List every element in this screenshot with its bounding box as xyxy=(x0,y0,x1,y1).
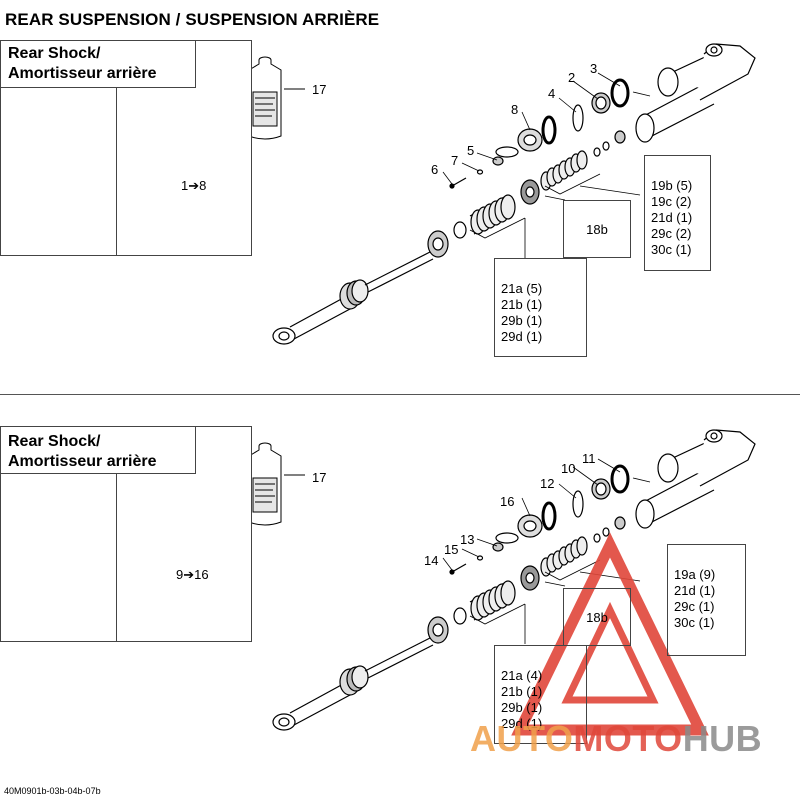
panel-2-bottle-callout: 17 xyxy=(312,470,327,485)
panel-2-legend-right: 19a (9) 21d (1) 29c (1) 30c (1) xyxy=(667,544,746,656)
legend-item: 29b (1) xyxy=(501,700,543,715)
watermark-logo: AUTOMOTOHUB xyxy=(470,718,762,760)
panel-1-callout-4: 4 xyxy=(548,86,556,101)
panel-2-callout-16: 16 xyxy=(500,494,515,509)
legend-item: 21a (4) xyxy=(501,668,543,683)
panel-2-inset-title-line1: Rear Shock/ xyxy=(8,433,101,450)
legend-item: 30c (1) xyxy=(674,615,715,630)
legend-item: 21d (1) xyxy=(651,210,693,225)
page-title: REAR SUSPENSION / SUSPENSION ARRIÈRE xyxy=(5,10,380,29)
panel-1-inset xyxy=(0,40,252,256)
panel-2-ref-box: 18b xyxy=(563,588,631,646)
panel-1-callout-3: 3 xyxy=(590,61,598,76)
panel-1-ref-box: 18b xyxy=(563,200,631,258)
panel-1-callout-7: 7 xyxy=(451,153,459,168)
panel-1-callout-6: 6 xyxy=(431,162,439,177)
panel-divider xyxy=(0,394,800,395)
panel-2-callout-13: 13 xyxy=(460,532,475,547)
legend-item: 21b (1) xyxy=(501,684,543,699)
legend-item: 19b (5) xyxy=(651,178,693,193)
panel-2-callout-15: 15 xyxy=(444,542,459,557)
panel-2-callout-12: 12 xyxy=(540,476,555,491)
legend-item: 30c (1) xyxy=(651,242,692,257)
legend-item: 21d (1) xyxy=(674,583,716,598)
panel-2-callout-14: 14 xyxy=(424,553,439,568)
watermark-part-moto: MOTO xyxy=(573,718,683,759)
legend-item: 19c (2) xyxy=(651,194,692,209)
legend-item: 19a (9) xyxy=(674,567,716,582)
panel-2-inset xyxy=(0,426,252,642)
watermark-part-hub: HUB xyxy=(682,718,763,759)
panel-1-legend-right: 19b (5) 19c (2) 21d (1) 29c (2) 30c (1) xyxy=(644,155,711,271)
panel-1-callout-8: 8 xyxy=(511,102,519,117)
panel-1-bottle-callout: 17 xyxy=(312,82,327,97)
figure-code: 40M0901b-03b-04b-07b xyxy=(4,786,101,796)
panel-1-legend-bottom: 21a (5) 21b (1) 29b (1) 29d (1) xyxy=(494,258,587,357)
panel-1-callout-5: 5 xyxy=(467,143,475,158)
watermark-part-auto: AUTO xyxy=(470,718,574,759)
panel-1-range-label: 1➔8 xyxy=(181,178,207,193)
legend-item: 29b (1) xyxy=(501,313,543,328)
panel-2-range-label: 9➔16 xyxy=(176,567,209,582)
legend-item: 29d (1) xyxy=(501,329,543,344)
legend-item: 29d (1) xyxy=(501,716,543,731)
legend-item: 29c (2) xyxy=(651,226,692,241)
panel-1-inset-title-line2: Amortisseur arrière xyxy=(8,65,157,82)
panel-2-callout-10: 10 xyxy=(561,461,576,476)
panel-2-inset-title-line2: Amortisseur arrière xyxy=(8,453,157,470)
legend-item: 21a (5) xyxy=(501,281,543,296)
panel-1-callout-2: 2 xyxy=(568,70,576,85)
legend-item: 29c (1) xyxy=(674,599,715,614)
panel-2-legend-bottom: 21a (4) 21b (1) 29b (1) 29d (1) xyxy=(494,645,587,744)
watermark-triangle xyxy=(511,532,709,736)
panel-2-callout-11: 11 xyxy=(582,451,596,466)
panel-1-inset-title-line1: Rear Shock/ xyxy=(8,45,101,62)
legend-item: 21b (1) xyxy=(501,297,543,312)
